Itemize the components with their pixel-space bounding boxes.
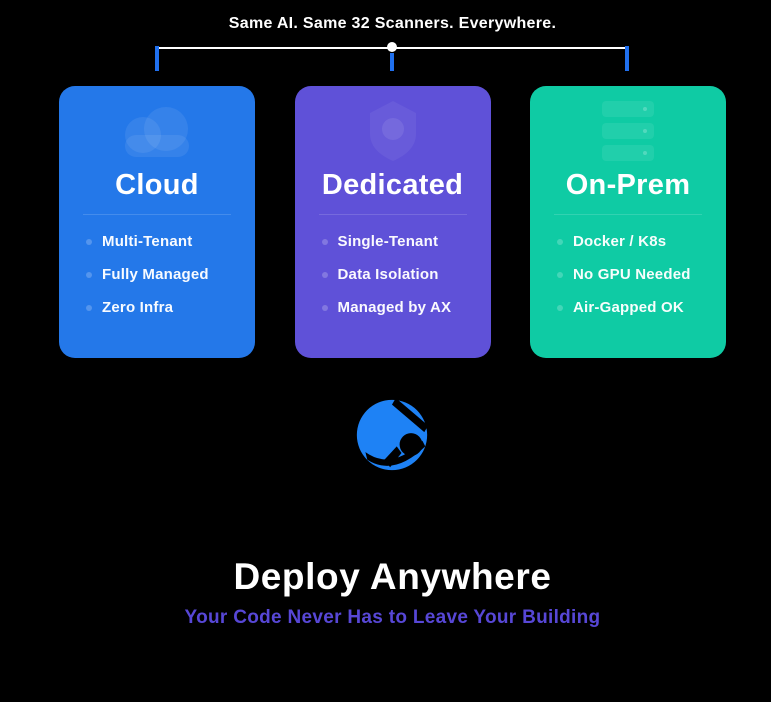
feature-label: Managed by AX	[337, 299, 452, 316]
cloud-icon	[117, 103, 197, 164]
card-divider	[318, 214, 467, 215]
feature-item: Managed by AX	[295, 291, 491, 324]
card-divider	[83, 214, 231, 215]
feature-label: Fully Managed	[102, 266, 209, 283]
bullet-dot	[557, 271, 563, 278]
footer-subtitle: Your Code Never Has to Leave Your Buildi…	[184, 607, 601, 628]
bullet-dot	[557, 238, 563, 245]
deploy-anywhere-section: Same AI. Same 32 Scanners. Everywhere. C…	[59, 0, 726, 702]
connector-center-dot	[387, 42, 397, 52]
feature-list: Docker / K8s No GPU Needed Air-Gapped OK	[530, 225, 726, 324]
connector-tick-center	[390, 53, 394, 71]
feature-item: Air-Gapped OK	[530, 291, 726, 324]
feature-item: Single-Tenant	[295, 225, 491, 258]
card-title: Cloud	[115, 169, 199, 201]
bullet-dot	[86, 238, 92, 245]
card-dedicated: Dedicated Single-Tenant Data Isolation M…	[294, 86, 491, 358]
deployment-cards: Cloud Multi-Tenant Fully Managed Zero In…	[59, 86, 726, 358]
feature-label: Zero Infra	[102, 299, 174, 316]
section-caption: Same AI. Same 32 Scanners. Everywhere.	[228, 15, 557, 32]
feature-label: Air-Gapped OK	[573, 299, 684, 316]
card-onprem-icon-slot	[530, 100, 726, 167]
feature-label: Data Isolation	[337, 266, 439, 283]
footer-title: Deploy Anywhere	[233, 556, 552, 597]
feature-item: Zero Infra	[59, 291, 255, 324]
feature-label: Multi-Tenant	[102, 233, 193, 250]
bullet-dot	[86, 271, 92, 278]
bullet-dot	[321, 304, 328, 311]
server-icon	[601, 100, 655, 167]
feature-item: Fully Managed	[59, 258, 255, 291]
bullet-dot	[557, 304, 563, 311]
feature-label: No GPU Needed	[573, 266, 691, 283]
feature-item: No GPU Needed	[530, 258, 726, 291]
feature-list: Single-Tenant Data Isolation Managed by …	[295, 225, 491, 324]
card-cloud: Cloud Multi-Tenant Fully Managed Zero In…	[59, 86, 255, 358]
card-cloud-icon-slot	[59, 102, 255, 164]
feature-label: Single-Tenant	[337, 233, 439, 250]
eagle-logo-icon	[354, 397, 430, 473]
card-dedicated-icon-slot	[295, 100, 491, 164]
feature-item: Data Isolation	[295, 258, 491, 291]
bullet-dot	[321, 238, 328, 245]
feature-label: Docker / K8s	[573, 233, 667, 250]
feature-item: Multi-Tenant	[59, 225, 255, 258]
card-divider	[554, 214, 702, 215]
connector-tick-left	[155, 46, 159, 71]
shield-icon	[365, 99, 421, 168]
card-title: Dedicated	[321, 169, 464, 201]
card-onprem: On-Prem Docker / K8s No GPU Needed Air-G…	[530, 86, 726, 358]
bullet-dot	[321, 271, 328, 278]
feature-item: Docker / K8s	[530, 225, 726, 258]
card-title: On-Prem	[565, 169, 691, 201]
connector-tick-right	[625, 46, 629, 71]
bullet-dot	[86, 304, 92, 311]
feature-list: Multi-Tenant Fully Managed Zero Infra	[59, 225, 255, 324]
